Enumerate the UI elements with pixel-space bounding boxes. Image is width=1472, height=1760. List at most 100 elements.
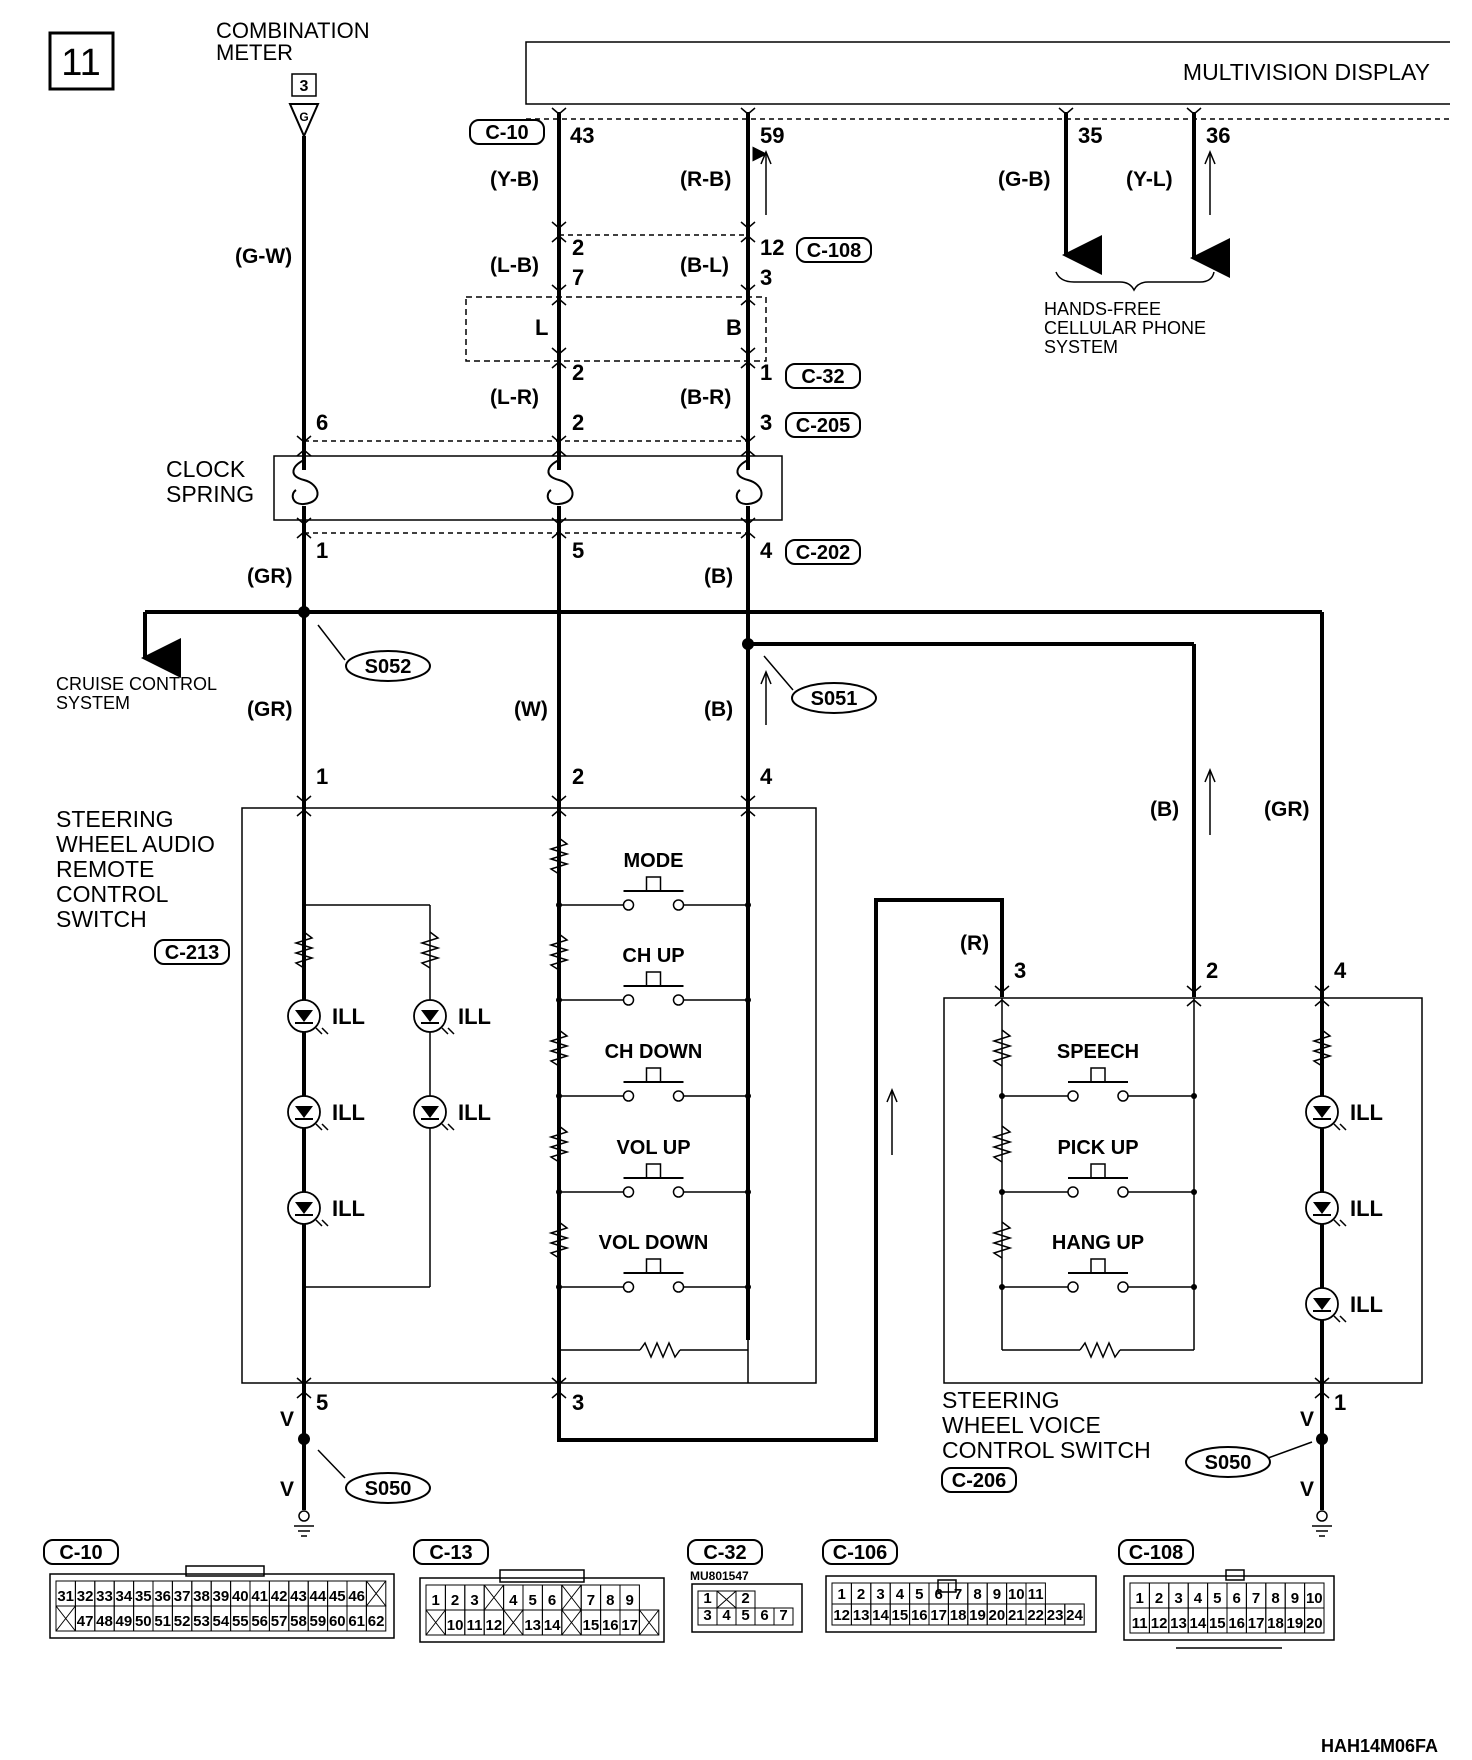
face-c108-pin: 17	[1248, 1615, 1265, 1632]
face-c106-pin: 12	[833, 1607, 850, 1624]
face-c10-pin: 38	[193, 1588, 210, 1605]
face-c10-pin: 46	[348, 1588, 365, 1605]
svg-text:5: 5	[572, 538, 584, 563]
face-c10-pin: 35	[135, 1588, 152, 1605]
face-c10-pin: 52	[174, 1613, 191, 1630]
face-c10-pin: 34	[116, 1588, 133, 1605]
audio-switch-4-label: VOL DOWN	[599, 1232, 709, 1254]
face-c108-pin: 11	[1132, 1615, 1148, 1632]
svg-text:5: 5	[316, 1390, 328, 1415]
face-c10-pin: 62	[368, 1613, 385, 1630]
terminal-chevron	[740, 107, 756, 115]
svg-text:12: 12	[760, 235, 784, 260]
resistor-icon	[419, 931, 441, 969]
face-c10-pin: 60	[329, 1613, 346, 1630]
terminal-chevron	[740, 517, 756, 525]
svg-text:3: 3	[572, 1390, 584, 1415]
terminal-chevron	[551, 517, 567, 525]
svg-text:WHEEL VOICE: WHEEL VOICE	[942, 1412, 1101, 1438]
face-c106-pin: 17	[930, 1607, 947, 1624]
face-c10-pin: 36	[154, 1588, 171, 1605]
svg-text:3: 3	[1014, 958, 1026, 983]
voice-resistor-icon	[991, 1221, 1013, 1259]
face-c106-pin: 15	[892, 1607, 909, 1624]
terminal-chevron	[1186, 985, 1202, 993]
svg-text:59: 59	[760, 123, 784, 148]
ill-label: ILL	[1350, 1292, 1383, 1317]
svg-text:HANDS-FREE: HANDS-FREE	[1044, 299, 1161, 319]
audio-switch-0-contact	[622, 899, 635, 911]
svg-text:1: 1	[1334, 1390, 1346, 1415]
svg-text:2: 2	[1206, 958, 1218, 983]
clock-spring-coils	[286, 459, 766, 506]
terminal-chevron	[296, 1391, 312, 1399]
ill-label: ILL	[332, 1196, 365, 1221]
face-c10-label: C-10	[59, 1542, 102, 1564]
splice-s050-left-label: S050	[365, 1478, 412, 1500]
terminal-chevron	[551, 107, 567, 115]
svg-text:7: 7	[572, 265, 584, 290]
svg-text:(Y-B): (Y-B)	[490, 168, 539, 191]
face-c13-pin: 14	[544, 1617, 561, 1634]
face-c106-pin: 24	[1066, 1607, 1083, 1624]
combination-meter-label: COMBINATION METER	[216, 18, 370, 65]
face-c13-pin: 7	[587, 1592, 595, 1609]
terminal-chevron	[551, 298, 567, 306]
wire-l-label: L	[535, 315, 548, 340]
face-c10-pin: 43	[290, 1588, 307, 1605]
svg-text:2: 2	[572, 410, 584, 435]
audio-switch-1-label: CH UP	[622, 945, 684, 967]
audio-resistor-icon	[548, 837, 570, 875]
pin-labels: 43 59 35 36 2 12 7 3 2 1 6 2 3 1 5 4 1 2…	[316, 123, 1347, 1415]
face-c13-pin: 17	[621, 1617, 638, 1634]
svg-text:V: V	[1300, 1408, 1314, 1431]
ill-label: ILL	[1350, 1196, 1383, 1221]
terminal-chevron	[551, 795, 567, 803]
terminal-chevron	[551, 531, 567, 539]
face-c13-pin: 6	[548, 1592, 556, 1609]
face-c108-pin: 18	[1267, 1615, 1284, 1632]
svg-text:(R): (R)	[960, 932, 989, 955]
face-c108-label: C-108	[1129, 1542, 1183, 1564]
combination-meter-terminal: G	[299, 110, 308, 124]
terminal-chevron	[296, 449, 312, 457]
face-c106-pin: 9	[993, 1586, 1001, 1603]
face-c106-pin: 4	[896, 1586, 905, 1603]
intermediate-harness-box	[465, 296, 767, 362]
face-c13-pin: 10	[447, 1617, 464, 1634]
splice-s051-label-box	[791, 682, 877, 714]
page-number-box	[48, 31, 115, 91]
terminal-chevron	[551, 361, 567, 369]
svg-text:(G-W): (G-W)	[235, 245, 292, 268]
face-c13-pin: 16	[602, 1617, 619, 1634]
svg-text:CLOCK: CLOCK	[166, 456, 246, 482]
face-c32-part: MU801547	[690, 1569, 749, 1583]
terminal-chevron	[1186, 107, 1202, 115]
splice-s051-dot	[742, 638, 754, 650]
terminal-chevron	[1314, 999, 1330, 1007]
svg-text:REMOTE: REMOTE	[56, 856, 154, 882]
face-c10-pin: 54	[213, 1613, 230, 1630]
audio-resistor-icon	[548, 1221, 570, 1259]
face-c108-pin: 19	[1287, 1615, 1304, 1632]
audio-resistor-icon	[548, 933, 570, 971]
splice-s052-label: S052	[365, 656, 412, 678]
audio-switch-1-contact	[672, 994, 685, 1006]
svg-text:METER: METER	[216, 40, 293, 65]
terminal-chevron	[740, 531, 756, 539]
face-c10-pin: 47	[77, 1613, 94, 1630]
connector-c32-label-box	[785, 363, 861, 389]
face-c32-pin: 2	[741, 1590, 749, 1607]
svg-text:2: 2	[572, 235, 584, 260]
audio-resistor-icon	[548, 1125, 570, 1163]
face-c108-pin: 3	[1174, 1590, 1182, 1607]
face-c32-pin: 7	[779, 1607, 787, 1624]
terminal-chevron	[740, 284, 756, 292]
hands-free-bracket	[1055, 271, 1215, 292]
face-c106-pin: 2	[857, 1586, 865, 1603]
svg-text:36: 36	[1206, 123, 1230, 148]
svg-text:WHEEL AUDIO: WHEEL AUDIO	[56, 831, 215, 857]
voice-switch-2-label: HANG UP	[1052, 1232, 1144, 1254]
